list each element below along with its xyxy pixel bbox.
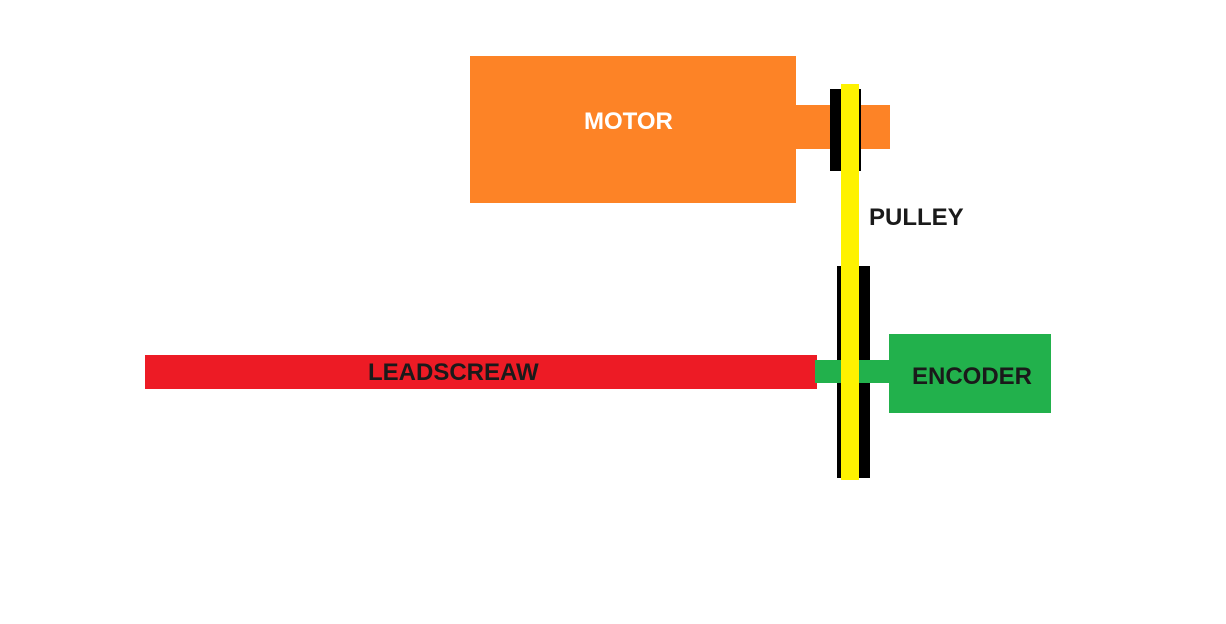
leadscrew-label: LEADSCREAW <box>368 359 539 386</box>
encoder-body <box>889 334 1051 413</box>
belt <box>841 84 859 480</box>
pulley-label: PULLEY <box>869 204 964 231</box>
motor-label: MOTOR <box>584 108 673 135</box>
leadscrew-bar <box>145 355 817 389</box>
motor-body <box>470 56 796 203</box>
encoder-label: ENCODER <box>912 363 1033 390</box>
